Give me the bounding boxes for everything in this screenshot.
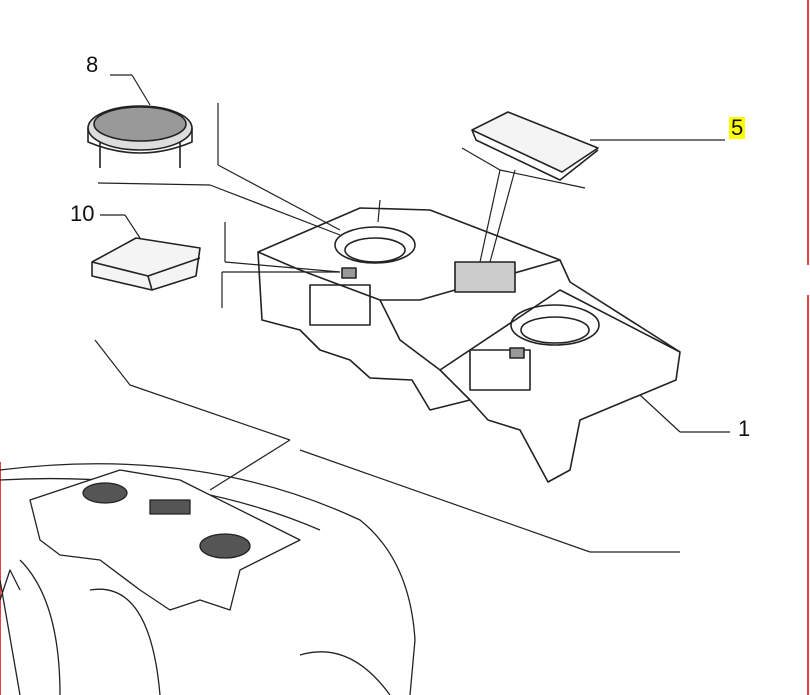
callout-5-highlighted: 5 bbox=[729, 115, 746, 140]
callout-8: 8 bbox=[86, 52, 99, 77]
callout-10: 10 bbox=[70, 201, 95, 226]
part-1-rear-shelf bbox=[257, 207, 681, 483]
callout-1: 1 bbox=[738, 416, 751, 441]
part-10-cover bbox=[91, 237, 201, 291]
part-8-speaker-grille bbox=[87, 105, 193, 168]
car-outline bbox=[0, 463, 416, 695]
part-5-lid bbox=[471, 111, 599, 181]
leader-lines bbox=[94, 74, 730, 553]
